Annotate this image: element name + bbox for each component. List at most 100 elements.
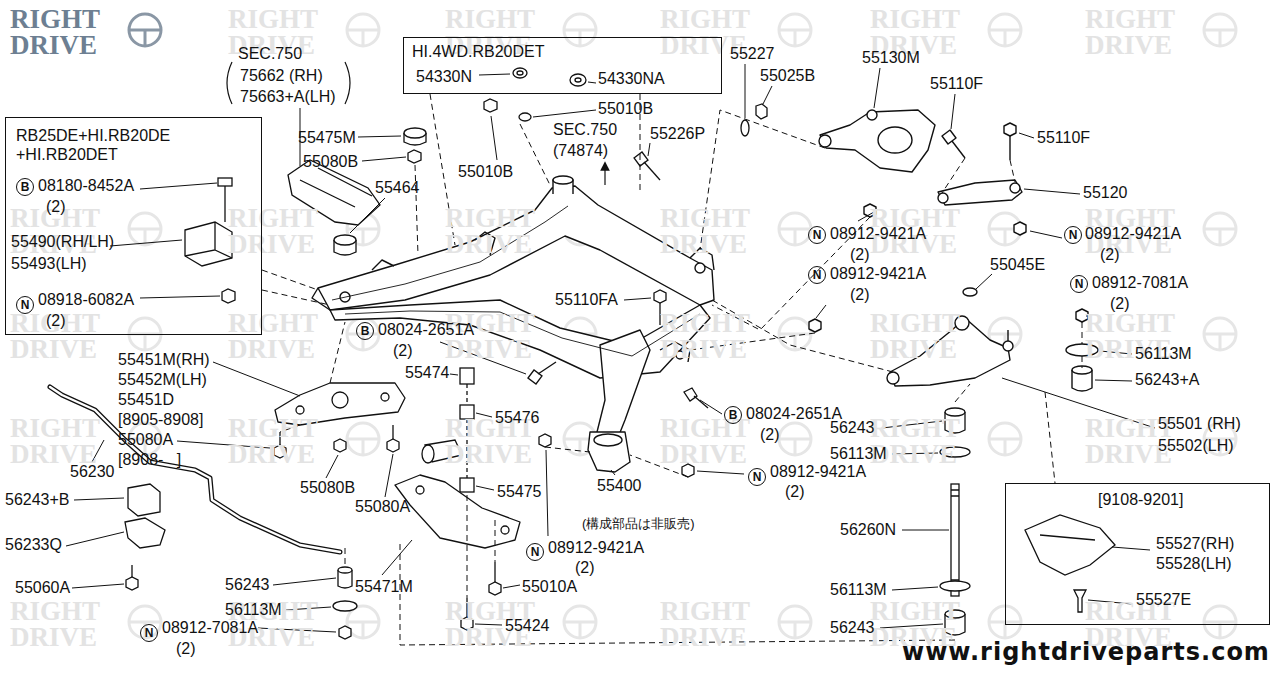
box-heading: RB25DE+HI.RB20DE +HI.RB20DET [16, 126, 216, 164]
dashed-guide [520, 124, 550, 185]
logo-wheel [347, 622, 379, 638]
logo-wheel [564, 606, 596, 638]
leader-line [358, 136, 401, 137]
leader-line [1095, 380, 1132, 381]
leader-line [476, 486, 494, 490]
side-brackets [501, 526, 509, 534]
upper-arm [878, 127, 912, 153]
logo-wheel [989, 439, 1021, 455]
callout-number: 55110F [1037, 128, 1090, 147]
callout-number: 08912-9421A [830, 224, 926, 243]
upper-arm [963, 288, 977, 296]
logo-wheel [779, 318, 811, 350]
callout-number: SEC.750 [553, 120, 617, 139]
sub-bracket [404, 128, 426, 138]
side-brackets [416, 486, 424, 494]
watermark: RIGHT DRIVE [228, 205, 340, 257]
bar-mount [125, 518, 165, 548]
bracket-9108 [1074, 590, 1086, 612]
callout-number: 56243 [830, 418, 875, 437]
center-mount [694, 396, 708, 408]
logo-wheel [1204, 229, 1236, 245]
side-brackets [387, 439, 399, 452]
callout-number: 55400 [597, 476, 642, 495]
watermark: RIGHT DRIVE [228, 415, 340, 467]
logo-wheel [347, 439, 379, 455]
callout-label: 54330NA [598, 69, 665, 88]
logo-wheel [779, 622, 811, 638]
center-mount [684, 388, 697, 401]
callout-number: 55110FA [555, 290, 618, 309]
callout-number: 56113M [830, 444, 887, 463]
dashed-guide [415, 165, 418, 255]
callout-number: 56243 [830, 618, 875, 637]
logo-wheel [989, 14, 1021, 46]
callout-number: 55110F [930, 74, 983, 93]
leader-line [976, 274, 992, 289]
callout-number: 55226P [650, 124, 705, 143]
upper-arm [867, 110, 877, 120]
stabilizer-link [940, 581, 970, 591]
callout-number: 08912-9421A [830, 264, 926, 283]
callout-number: 55080A [118, 430, 173, 449]
leader-line [533, 110, 596, 117]
callout-number: 55080A [355, 497, 410, 516]
leader-line [1030, 231, 1062, 238]
circled-letter: N [526, 543, 544, 561]
callout-number: 55501 (RH) [1158, 414, 1241, 433]
circled-letter: B [16, 178, 34, 196]
circled-letter: N [1064, 226, 1082, 244]
center-mount [489, 582, 501, 595]
watermark: RIGHT DRIVE [660, 310, 772, 362]
logo-text: RIGHT DRIVE [10, 6, 122, 58]
stabilizer-link [339, 626, 351, 639]
callout-number: 55010B [598, 99, 653, 118]
logo-wheel [347, 14, 379, 46]
callout-number: 55475 [497, 482, 542, 501]
watermark: RIGHT DRIVE [870, 415, 982, 467]
callout-number: 08912-7081A [162, 618, 258, 637]
leader-line [588, 82, 596, 83]
dashed-guide [545, 447, 590, 452]
leader-line [892, 587, 938, 590]
upper-arm [938, 180, 1022, 205]
callout-number: 08024-2651A [378, 320, 474, 339]
callout-number: 55010B [458, 162, 513, 181]
dashed-guide [262, 290, 330, 305]
watermark: RIGHT DRIVE [660, 415, 772, 467]
callout-number: [8905-8908] [118, 410, 203, 429]
url-text: www.rightdriveparts.com [902, 638, 1270, 666]
callout-number: 55060A [15, 578, 70, 597]
callout-number: 56233Q [5, 535, 62, 554]
mount-parts [644, 162, 660, 180]
section-bracket [604, 166, 605, 185]
logo-wheel [779, 423, 811, 455]
bar-mount [126, 577, 138, 590]
logo-wheel [989, 423, 1021, 455]
center-mount [538, 362, 556, 374]
callout-number: (2) [1100, 245, 1120, 264]
stabilizer-bar [50, 387, 340, 552]
callout-label: 08918-6082A [38, 290, 134, 309]
callout-number: (2) [785, 482, 805, 501]
inset-box: HI.4WD.RB20DET54330N54330NA [403, 37, 722, 94]
dashed-guide [495, 520, 496, 562]
side-brackets [334, 439, 346, 452]
leader-line [273, 578, 336, 585]
stabilizer-bar [50, 387, 340, 552]
box-heading: HI.4WD.RB20DET [412, 42, 544, 61]
upper-arm [1009, 136, 1010, 160]
dashed-guide [345, 548, 346, 565]
callout-number: 55476 [495, 408, 540, 427]
callout-label: 55490(RH/LH) [11, 232, 114, 251]
leader-line [874, 68, 880, 108]
callout-number: 55464 [375, 178, 420, 197]
leader-line [66, 532, 124, 546]
leader-line [700, 400, 722, 414]
callout-number: 55045E [990, 255, 1045, 274]
callout-label: 55527(RH) [1156, 534, 1234, 553]
upper-arm [938, 193, 948, 203]
bracket-9108 [1040, 535, 1095, 540]
leader-line [213, 362, 300, 396]
mount-parts [224, 186, 225, 222]
